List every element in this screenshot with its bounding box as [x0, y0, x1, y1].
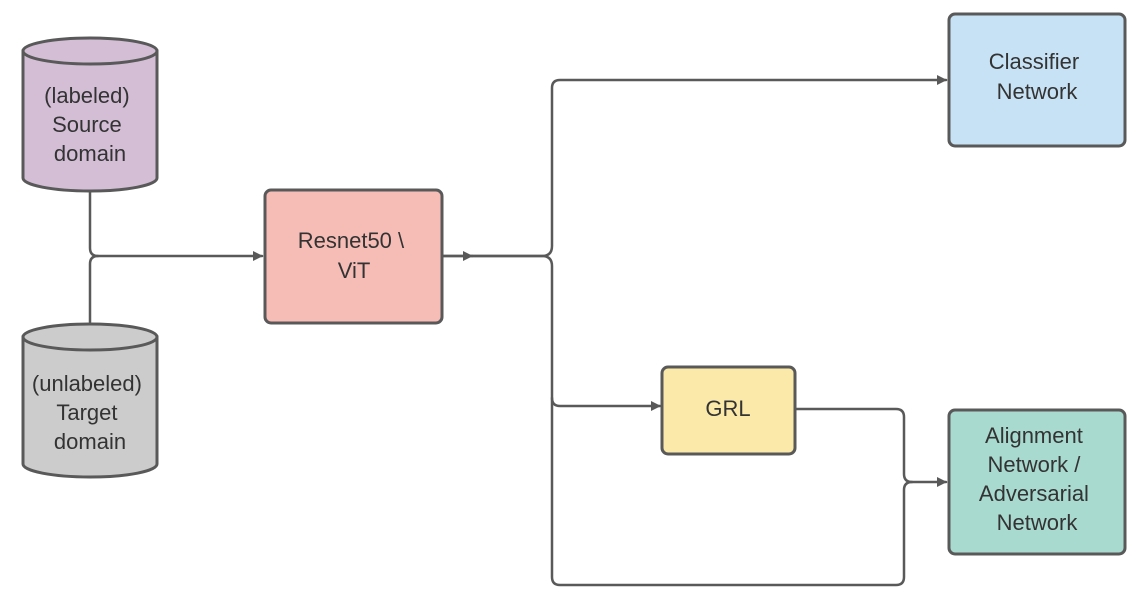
- classifier-box: [947, 12, 1127, 148]
- source-cylinder-top: [21, 36, 159, 66]
- edge-target-to-backbone: [88, 254, 100, 324]
- source-cylinder-shape: [21, 49, 159, 193]
- source-label-line-2: Source: [52, 112, 122, 137]
- grl-box: [660, 365, 797, 456]
- alignment-label-line-2: Network /: [987, 452, 1081, 477]
- source-label: (labeled) Source domain: [44, 83, 136, 166]
- grl-label-line-1: GRL: [705, 396, 750, 421]
- grl-label: GRL: [705, 396, 750, 421]
- node-backbone: Resnet50 \ ViT: [263, 188, 444, 325]
- target-label-line-3: domain: [54, 429, 126, 454]
- target-label-line-1: (unlabeled): [32, 371, 142, 396]
- source-label-line-3: domain: [54, 141, 126, 166]
- alignment-label-line-4: Network: [997, 510, 1079, 535]
- backbone-box: [263, 188, 444, 325]
- alignment-label-line-3: Adversarial: [979, 481, 1089, 506]
- backbone-label-line-1: Resnet50 \: [298, 228, 405, 253]
- alignment-label: Alignment Network / Adversarial Network: [979, 423, 1095, 535]
- classifier-label-line-1: Classifier: [989, 49, 1079, 74]
- node-target-domain: (unlabeled) Target domain: [21, 322, 159, 479]
- alignment-label-line-1: Alignment: [985, 423, 1083, 448]
- classifier-label-line-2: Network: [997, 79, 1079, 104]
- edge-grl-to-alignment: [793, 407, 914, 484]
- target-label: (unlabeled) Target domain: [32, 371, 148, 454]
- source-label-line-1: (labeled): [44, 83, 130, 108]
- node-grl: GRL: [660, 365, 797, 456]
- edge-source-to-backbone: [88, 188, 264, 261]
- edge-backbone-to-classifier: [440, 75, 948, 258]
- node-alignment: Alignment Network / Adversarial Network: [947, 408, 1127, 556]
- classifier-label: Classifier Network: [989, 49, 1086, 104]
- backbone-label: Resnet50 \ ViT: [298, 228, 411, 283]
- target-label-line-2: Target: [56, 400, 117, 425]
- node-classifier: Classifier Network: [947, 12, 1127, 148]
- target-cylinder-shape: [21, 335, 159, 479]
- alignment-box: [947, 408, 1127, 556]
- connectors: [88, 75, 948, 587]
- backbone-label-line-2: ViT: [338, 258, 371, 283]
- edge-backbone-to-grl: [470, 254, 662, 411]
- node-source-domain: (labeled) Source domain: [21, 36, 159, 193]
- target-cylinder-top: [21, 322, 159, 352]
- edge-backbone-to-alignment: [550, 396, 948, 587]
